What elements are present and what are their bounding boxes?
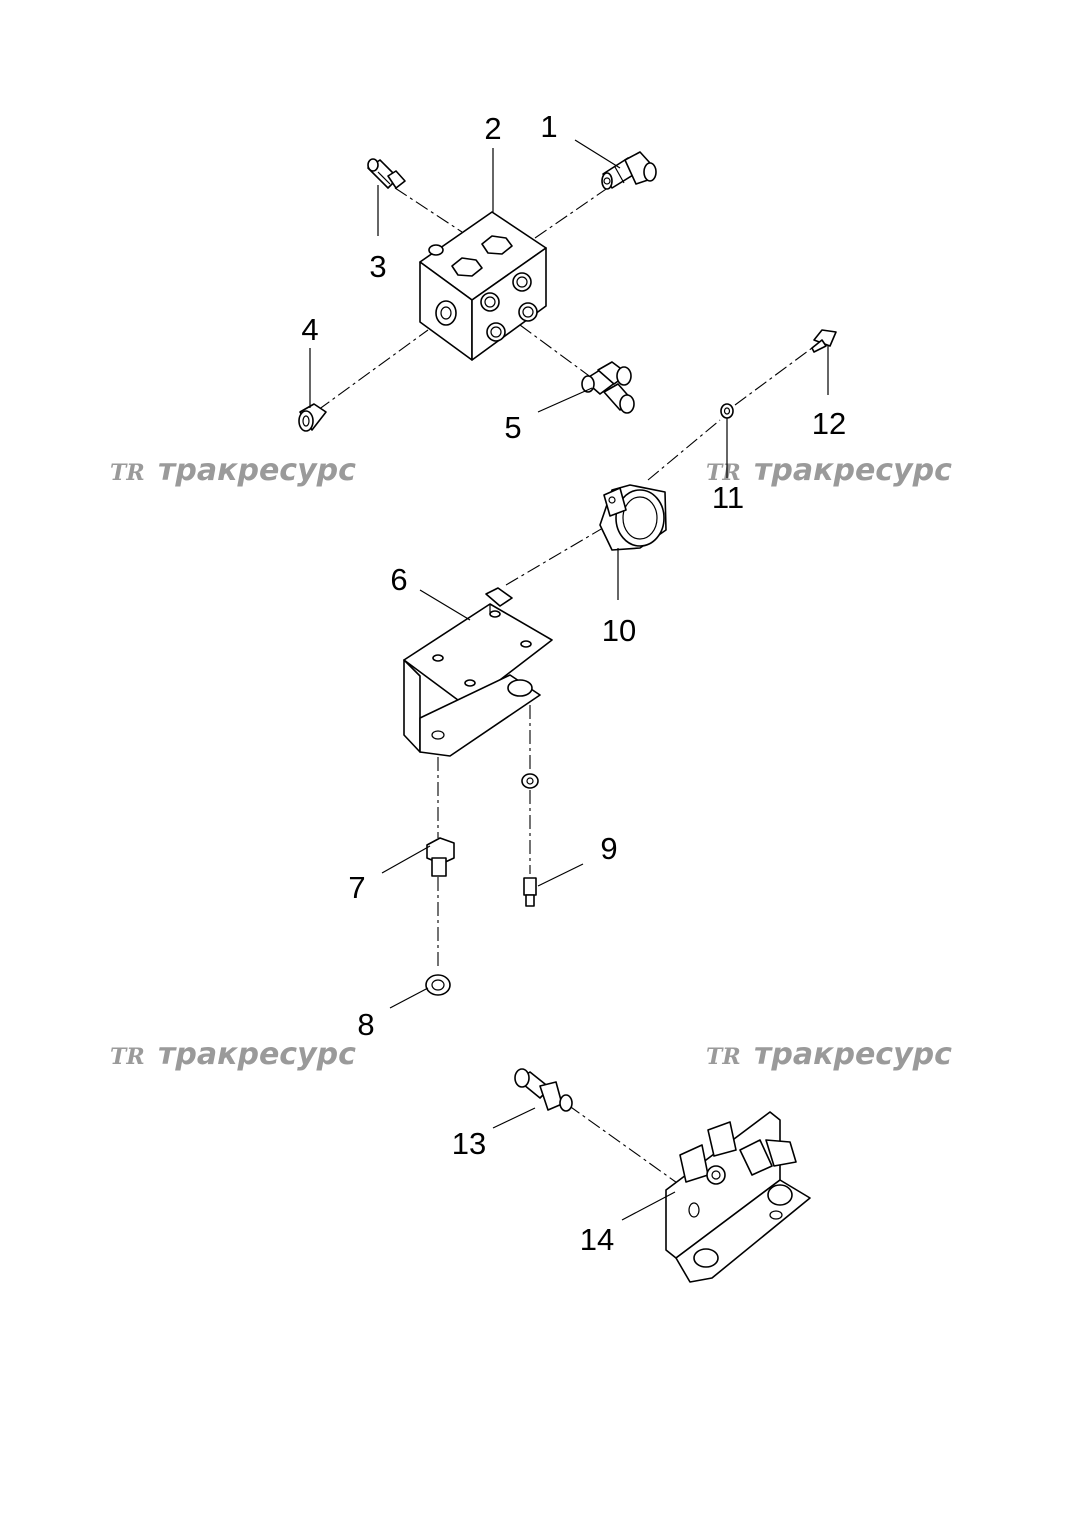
callout-9: 9 <box>600 831 617 866</box>
callout-12: 12 <box>812 406 846 441</box>
part-13-adapter <box>514 1068 573 1112</box>
part-14-bracket-assembly <box>665 1111 811 1283</box>
callout-10: 10 <box>602 613 636 648</box>
part-2-valve-block <box>419 211 547 361</box>
part-5-tee-fitting <box>581 361 635 414</box>
part-6-bracket <box>403 587 553 757</box>
callout-11: 11 <box>712 480 744 515</box>
watermark-logo: TR <box>110 460 145 486</box>
watermark-text: тракресурс <box>754 453 952 488</box>
watermark-logo: TR <box>706 1044 741 1070</box>
part-8-washer <box>425 974 451 996</box>
part-9-screw-and-washer <box>521 773 539 907</box>
callouts: 1 2 3 4 5 6 7 8 9 10 11 12 13 14 <box>301 109 846 1257</box>
callout-6: 6 <box>390 562 407 597</box>
watermark-bottom-right: TR тракресурс <box>706 1037 952 1072</box>
part-3-straight-fitting <box>367 158 406 189</box>
callout-5: 5 <box>504 410 521 445</box>
callout-14: 14 <box>580 1222 614 1257</box>
callout-1: 1 <box>540 109 557 144</box>
assembly-axes <box>317 184 813 1186</box>
part-10-clamp <box>599 484 667 551</box>
watermark-logo: TR <box>110 1044 145 1070</box>
watermark-top-left: TR тракресурс <box>110 453 356 488</box>
watermark-bottom-left: TR тракресурс <box>110 1037 356 1072</box>
part-11-washer <box>720 403 734 419</box>
watermark-logo: TR <box>706 460 741 486</box>
part-7-bolt <box>426 837 455 877</box>
callout-3: 3 <box>369 249 386 284</box>
callout-7: 7 <box>348 870 365 905</box>
part-4-plug <box>298 403 327 432</box>
watermark-top-right: TR тракресурс <box>706 453 952 488</box>
callout-2: 2 <box>484 111 501 146</box>
watermark-text: тракресурс <box>754 1037 952 1072</box>
callout-4: 4 <box>301 312 318 347</box>
callout-13: 13 <box>452 1126 486 1161</box>
part-1-elbow-fitting <box>601 151 657 190</box>
leader-lines <box>309 139 829 1221</box>
watermark-text: тракресурс <box>158 1037 356 1072</box>
watermark-text: тракресурс <box>158 453 356 488</box>
callout-8: 8 <box>357 1007 374 1042</box>
part-12-bolt <box>811 329 837 353</box>
